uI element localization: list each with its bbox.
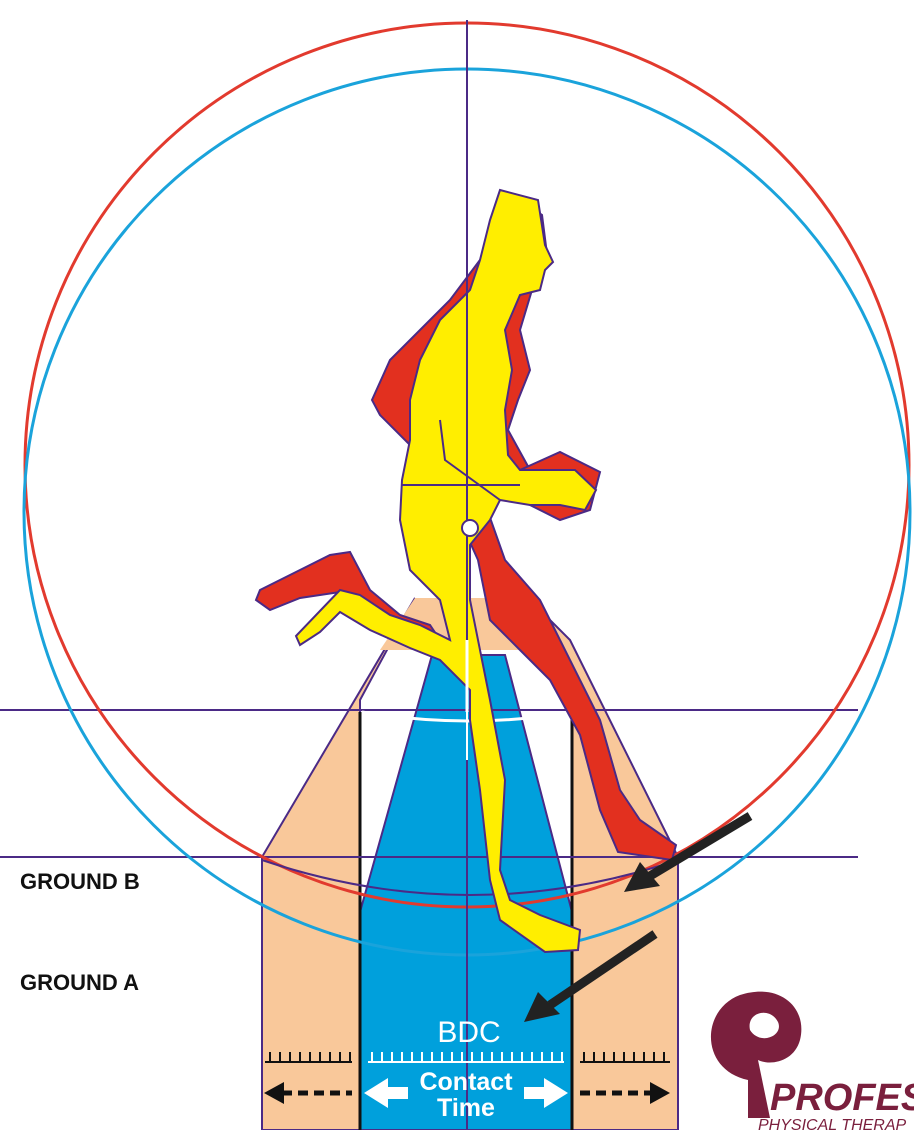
contact-time-label-line1: Contact <box>419 1068 513 1096</box>
hip-marker <box>462 520 478 536</box>
contact-time-label-line2: Time <box>437 1094 495 1122</box>
logo-wordmark: PROFESS <box>770 1077 914 1119</box>
ground-b-label: GROUND B <box>20 869 140 894</box>
ground-a-label: GROUND A <box>20 970 139 995</box>
company-logo: PROFESS PHYSICAL THERAP <box>711 992 914 1130</box>
bdc-label: BDC <box>437 1016 500 1049</box>
logo-tagline: PHYSICAL THERAP <box>758 1117 907 1130</box>
